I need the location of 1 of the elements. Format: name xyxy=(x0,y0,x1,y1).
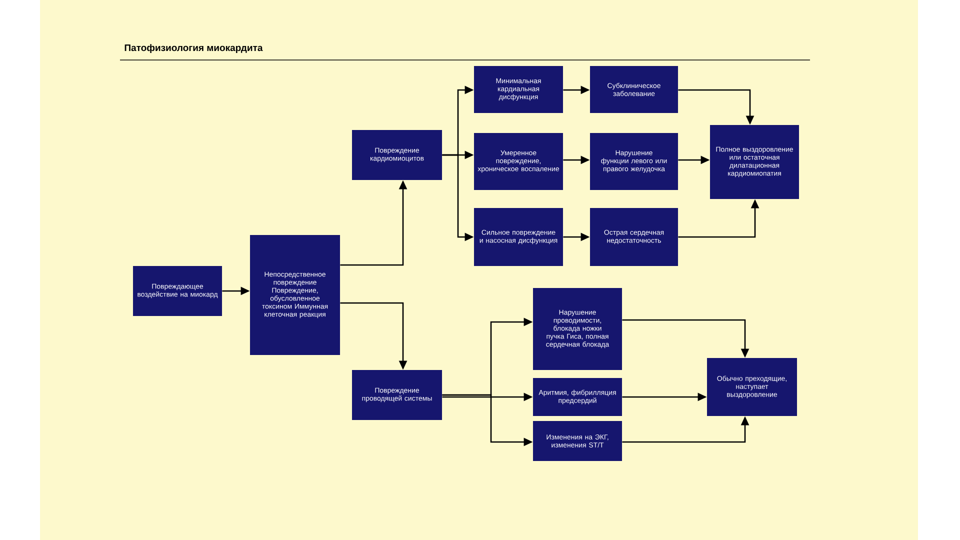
title: Патофизиология миокардита xyxy=(124,44,263,53)
